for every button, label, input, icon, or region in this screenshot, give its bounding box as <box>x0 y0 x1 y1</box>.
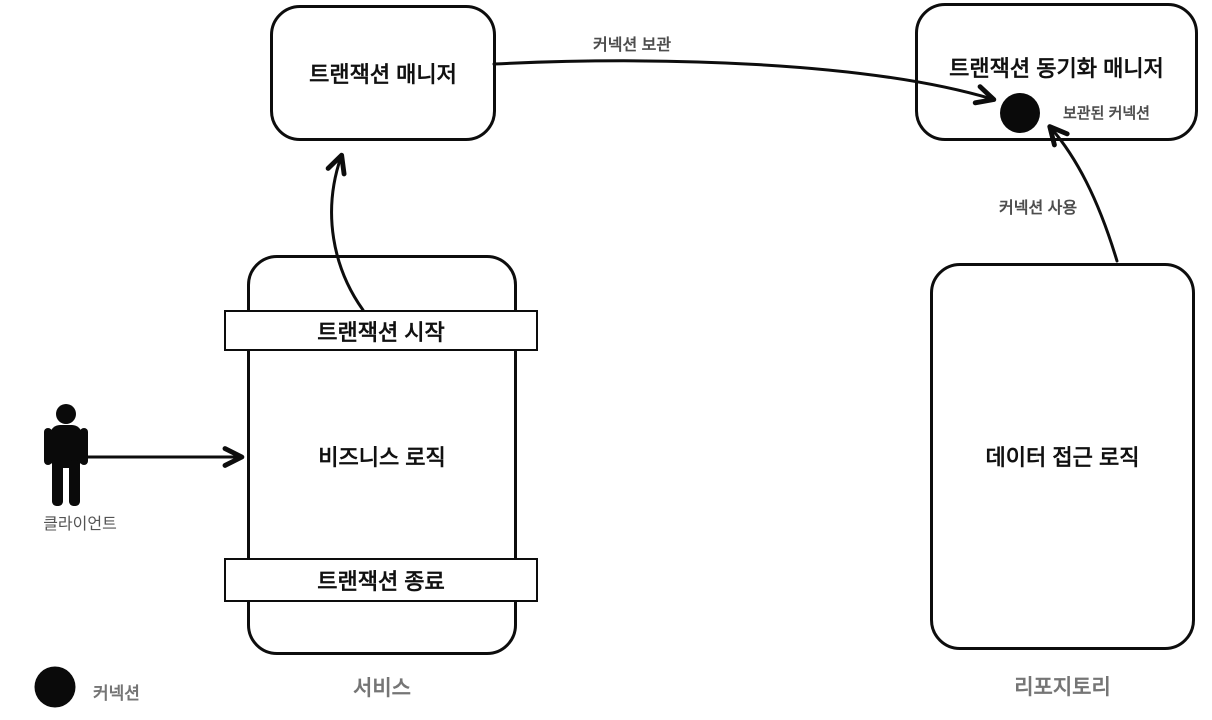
edge-label-use-connection: 커넥션 사용 <box>999 200 1078 217</box>
edge-label-store-connection: 커넥션 보관 <box>593 37 672 54</box>
node-transaction-manager[interactable]: 트랜잭션 매니저 <box>270 5 496 141</box>
repository-caption: 리포지토리 <box>1014 676 1111 699</box>
transaction-start-label: 트랜잭션 시작 <box>317 319 445 345</box>
client-person-icon[interactable] <box>44 404 88 506</box>
band-transaction-end[interactable]: 트랜잭션 종료 <box>224 558 538 602</box>
business-logic-label: 비즈니스 로직 <box>318 445 446 470</box>
legend-connection-dot-icon[interactable] <box>34 666 76 708</box>
edge-label-stored-connection: 보관된 커넥션 <box>1063 105 1150 122</box>
client-label: 클라이언트 <box>43 516 117 533</box>
node-transaction-sync-manager[interactable]: 트랜잭션 동기화 매니저 <box>915 3 1198 141</box>
node-repository[interactable] <box>930 263 1195 650</box>
transaction-sync-manager-label: 트랜잭션 동기화 매니저 <box>949 56 1164 81</box>
service-caption: 서비스 <box>353 677 411 700</box>
band-transaction-start[interactable]: 트랜잭션 시작 <box>224 310 538 351</box>
legend-connection-label: 커넥션 <box>93 684 140 703</box>
transaction-manager-label: 트랜잭션 매니저 <box>309 62 457 87</box>
data-access-logic-label: 데이터 접근 로직 <box>985 445 1140 470</box>
transaction-end-label: 트랜잭션 종료 <box>317 569 445 594</box>
